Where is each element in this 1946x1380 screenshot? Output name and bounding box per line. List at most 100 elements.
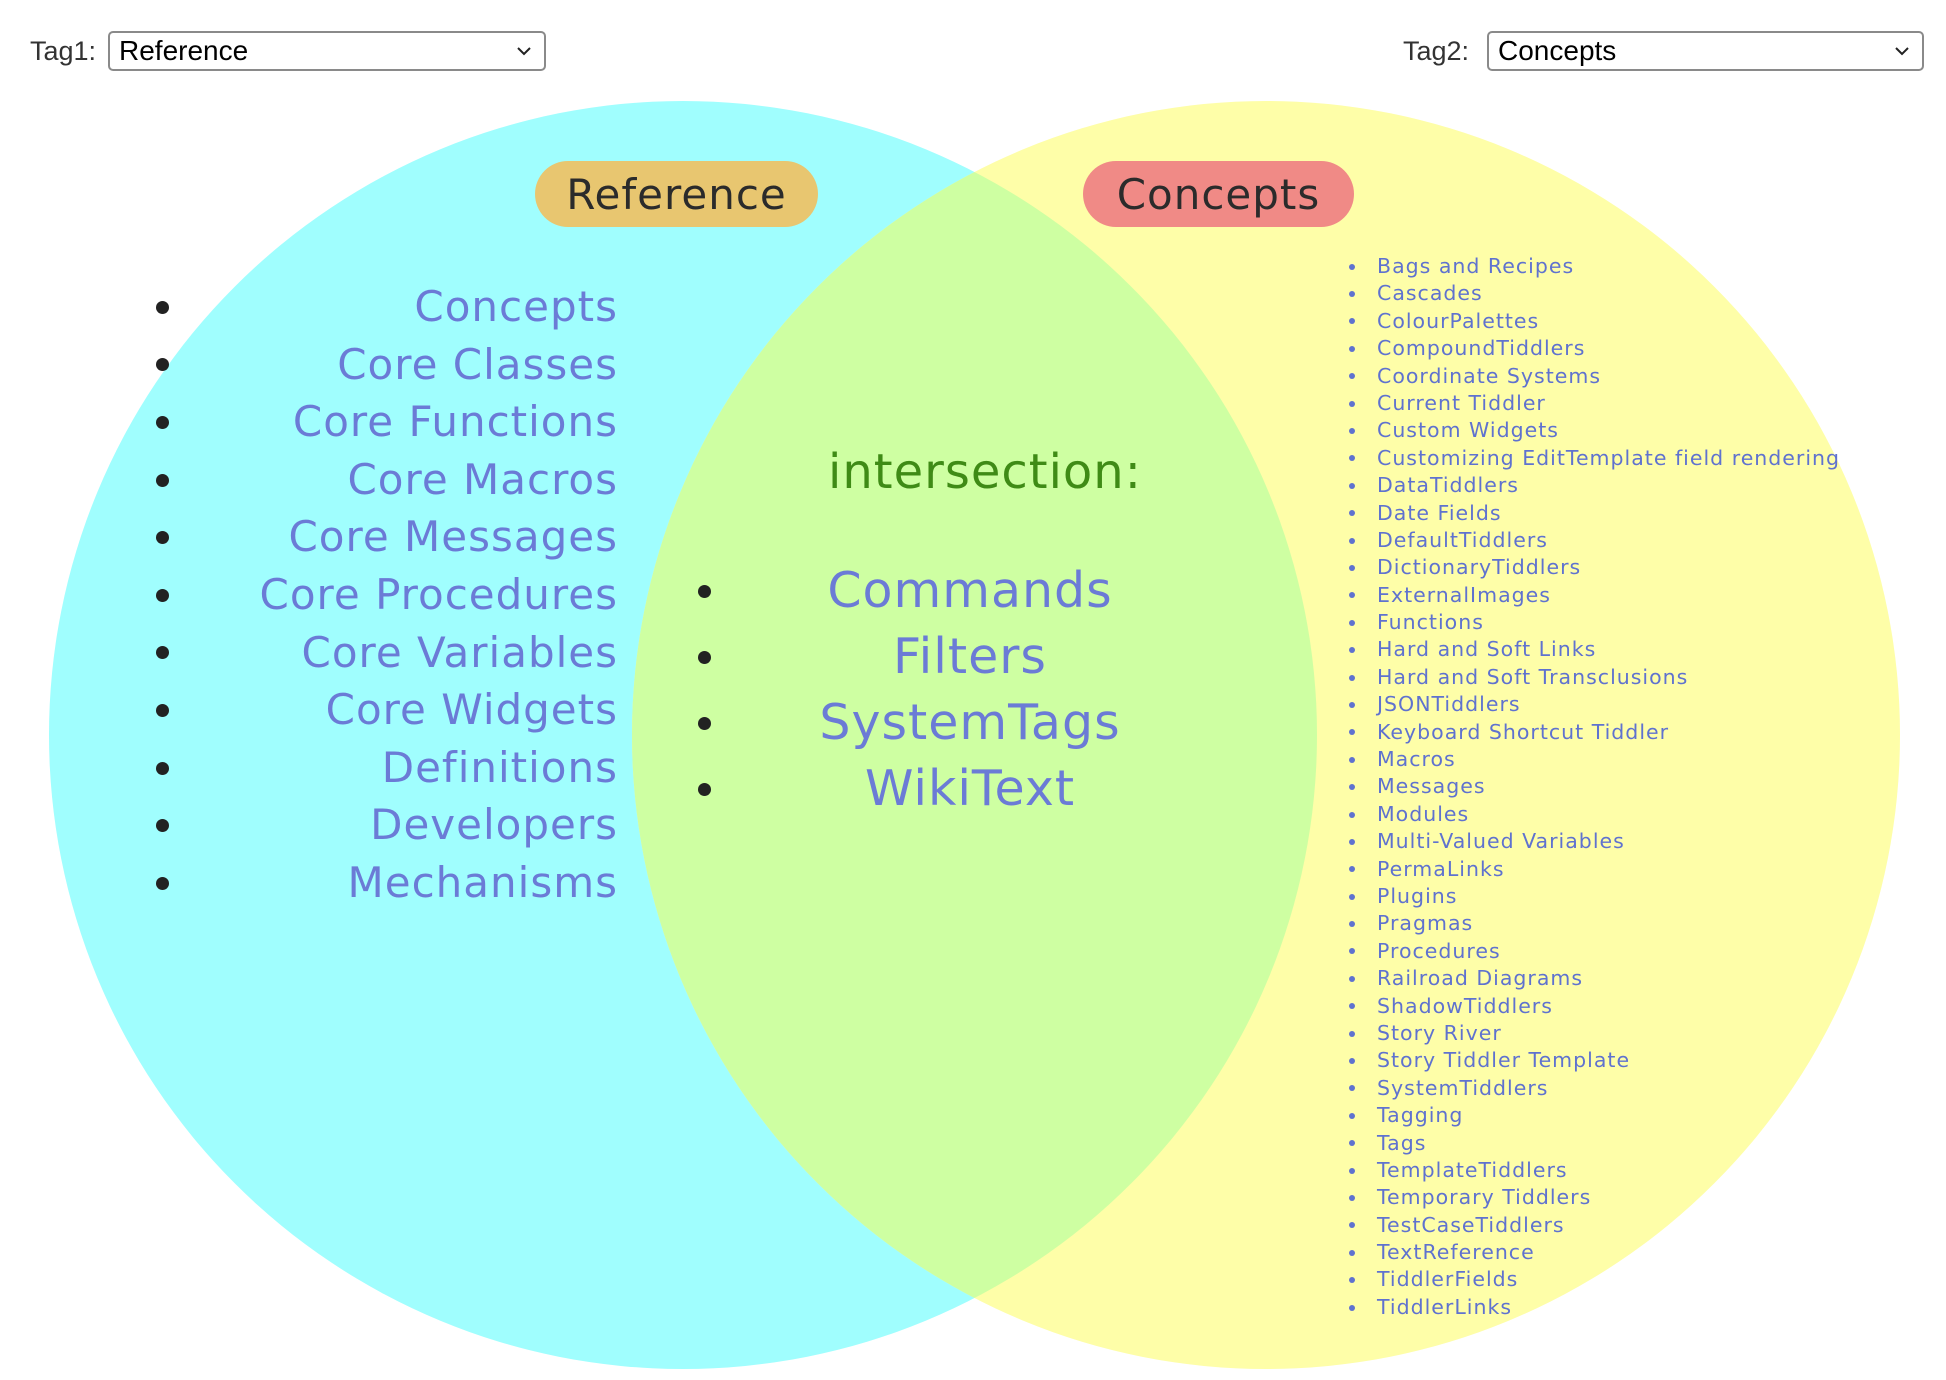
- tiddler-link[interactable]: TiddlerLinks: [1377, 1294, 1513, 1319]
- tiddler-link[interactable]: Pragmas: [1377, 911, 1474, 936]
- list-item: PermaLinks: [1349, 856, 1909, 883]
- tiddler-link[interactable]: DataTiddlers: [1377, 473, 1519, 498]
- tiddler-link[interactable]: Developers: [370, 800, 618, 850]
- tiddler-link[interactable]: Customizing EditTemplate field rendering: [1377, 445, 1841, 470]
- list-item: Custom Widgets: [1349, 417, 1909, 444]
- list-item: TestCaseTiddlers: [1349, 1212, 1909, 1239]
- chevron-down-icon: [517, 47, 531, 56]
- tiddler-link[interactable]: Core Classes: [337, 339, 618, 389]
- tiddler-link[interactable]: Plugins: [1377, 883, 1458, 908]
- tiddler-link[interactable]: TextReference: [1377, 1240, 1535, 1265]
- list-item: Macros: [1349, 746, 1909, 773]
- tiddler-link[interactable]: Messages: [1377, 774, 1486, 799]
- tiddler-link[interactable]: Core Procedures: [259, 569, 618, 619]
- tiddler-link[interactable]: Mechanisms: [347, 857, 618, 907]
- tiddler-link[interactable]: JSONTiddlers: [1377, 692, 1521, 717]
- list-item: WikiText: [690, 756, 1140, 822]
- bullet-icon: [1349, 455, 1355, 462]
- tiddler-link[interactable]: DefaultTiddlers: [1377, 527, 1548, 552]
- tiddler-link[interactable]: Core Variables: [301, 627, 618, 677]
- tiddler-link[interactable]: DictionaryTiddlers: [1377, 555, 1582, 580]
- list-item: Modules: [1349, 801, 1909, 828]
- tiddler-link[interactable]: WikiText: [864, 760, 1076, 817]
- bullet-icon: [1349, 428, 1355, 435]
- tiddler-link[interactable]: ColourPalettes: [1377, 308, 1540, 333]
- list-item: Filters: [690, 624, 1140, 690]
- tiddler-link[interactable]: SystemTags: [819, 694, 1121, 751]
- list-item: DictionaryTiddlers: [1349, 554, 1909, 581]
- bullet-icon: [1349, 838, 1355, 845]
- bullet-icon: [1349, 756, 1355, 763]
- tiddler-link[interactable]: Cascades: [1377, 281, 1483, 306]
- tiddler-link[interactable]: Core Functions: [292, 397, 618, 447]
- tiddler-link[interactable]: Modules: [1377, 801, 1470, 826]
- tiddler-link[interactable]: Story Tiddler Template: [1377, 1048, 1631, 1073]
- bullet-icon: [1349, 537, 1355, 544]
- tiddler-link[interactable]: Coordinate Systems: [1377, 363, 1602, 388]
- tiddler-link[interactable]: Commands: [827, 562, 1113, 619]
- tiddler-link[interactable]: Tagging: [1377, 1103, 1464, 1128]
- tiddler-link[interactable]: PermaLinks: [1377, 856, 1505, 881]
- tiddler-link[interactable]: CompoundTiddlers: [1377, 336, 1586, 361]
- tiddler-link[interactable]: Concepts: [414, 282, 618, 331]
- tiddler-link[interactable]: Core Widgets: [325, 685, 618, 735]
- bullet-icon: [1349, 975, 1355, 982]
- bullet-icon: [1349, 674, 1355, 681]
- tiddler-link[interactable]: Multi-Valued Variables: [1377, 829, 1625, 854]
- list-item: Date Fields: [1349, 500, 1909, 527]
- bullet-icon: [1349, 1140, 1355, 1147]
- tiddler-link[interactable]: Railroad Diagrams: [1377, 966, 1584, 991]
- bullet-icon: [1349, 1085, 1355, 1092]
- tiddler-link[interactable]: TiddlerFields: [1377, 1267, 1519, 1292]
- list-item: TextReference: [1349, 1239, 1909, 1266]
- list-item: Railroad Diagrams: [1349, 965, 1909, 992]
- tiddler-link[interactable]: Bags and Recipes: [1377, 254, 1575, 278]
- bullet-icon: [1349, 1194, 1355, 1201]
- tiddler-link[interactable]: Temporary Tiddlers: [1377, 1185, 1592, 1210]
- tiddler-link[interactable]: Core Messages: [288, 512, 618, 562]
- tiddler-link[interactable]: SystemTiddlers: [1377, 1075, 1549, 1100]
- tiddler-link[interactable]: Hard and Soft Links: [1377, 637, 1597, 662]
- bullet-icon: [1349, 784, 1355, 791]
- tiddler-link[interactable]: ExternalImages: [1377, 582, 1551, 607]
- tiddler-link[interactable]: Date Fields: [1377, 500, 1502, 525]
- tiddler-link[interactable]: Procedures: [1377, 938, 1501, 963]
- bullet-icon: [1349, 893, 1355, 900]
- bullet-icon: [1349, 263, 1355, 270]
- list-item: JSONTiddlers: [1349, 691, 1909, 718]
- list-item: Pragmas: [1349, 910, 1909, 937]
- tiddler-link[interactable]: Macros: [1377, 747, 1456, 772]
- bullet-icon: [1349, 592, 1355, 599]
- list-item: Commands: [690, 558, 1140, 624]
- tiddler-link[interactable]: Custom Widgets: [1377, 418, 1559, 443]
- bullet-icon: [698, 651, 711, 664]
- tiddler-link[interactable]: Functions: [1377, 610, 1484, 635]
- tiddler-link[interactable]: TestCaseTiddlers: [1377, 1212, 1565, 1237]
- tiddler-link[interactable]: Tiddl: [1377, 1322, 1431, 1325]
- list-item: Current Tiddler: [1349, 390, 1909, 417]
- bullet-icon: [1349, 400, 1355, 407]
- bullet-icon: [156, 703, 169, 717]
- tiddler-link[interactable]: ShadowTiddlers: [1377, 993, 1553, 1018]
- tiddler-link[interactable]: Story River: [1377, 1020, 1502, 1045]
- tiddler-link[interactable]: Tags: [1377, 1130, 1427, 1155]
- list-item: ExternalImages: [1349, 582, 1909, 609]
- list-item: Core Variables: [150, 624, 618, 682]
- tiddler-link[interactable]: Hard and Soft Transclusions: [1377, 664, 1689, 689]
- tiddler-link[interactable]: Filters: [893, 628, 1047, 685]
- bullet-icon: [1349, 373, 1355, 380]
- tiddler-link[interactable]: Core Macros: [347, 454, 618, 504]
- list-item: Customizing EditTemplate field rendering: [1349, 445, 1909, 472]
- list-item: Bags and Recipes: [1349, 253, 1909, 280]
- tiddler-link[interactable]: Current Tiddler: [1377, 390, 1546, 415]
- tiddler-link[interactable]: Keyboard Shortcut Tiddler: [1377, 719, 1670, 744]
- tag1-select[interactable]: Reference: [108, 31, 546, 71]
- tiddler-link[interactable]: TemplateTiddlers: [1377, 1157, 1568, 1182]
- bullet-icon: [698, 585, 711, 598]
- list-item: Keyboard Shortcut Tiddler: [1349, 719, 1909, 746]
- bullet-icon: [1349, 482, 1355, 489]
- tiddler-link[interactable]: Definitions: [381, 742, 618, 792]
- tag2-select[interactable]: Concepts: [1487, 31, 1924, 71]
